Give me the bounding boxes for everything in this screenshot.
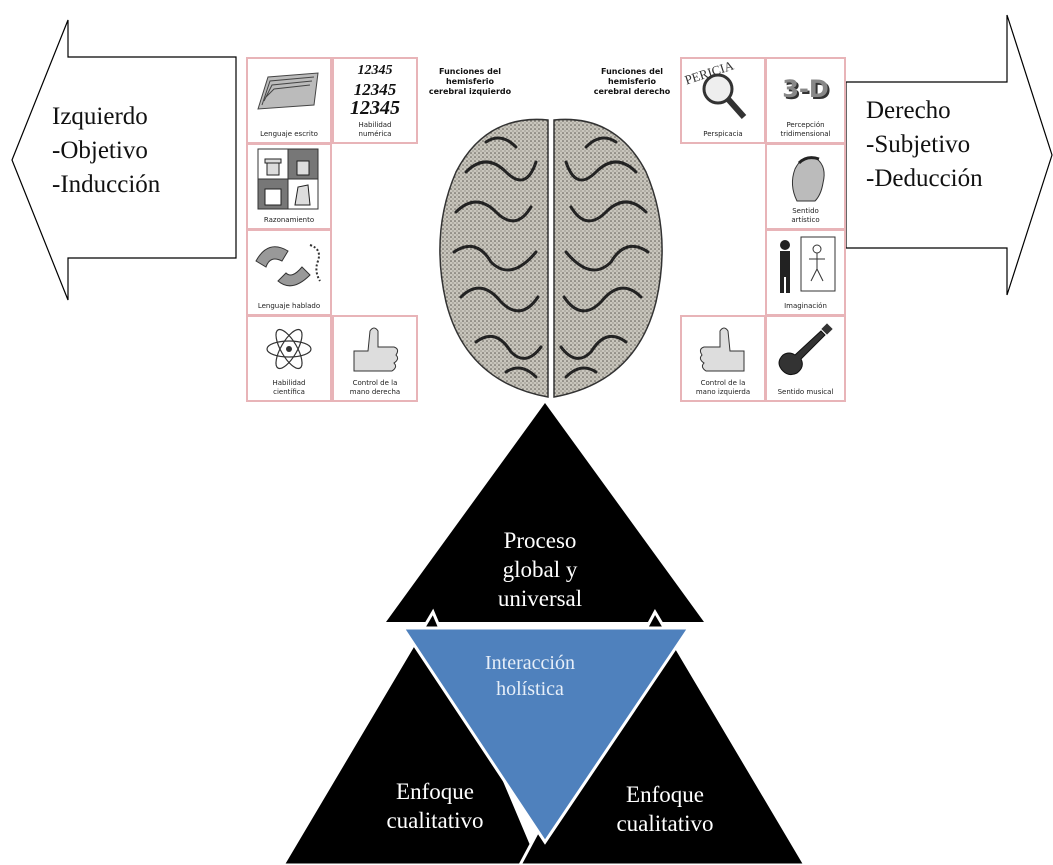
top-triangle-text: Proceso global y universal (460, 526, 620, 613)
cell-label: Control de la mano derecha (334, 379, 416, 397)
left-arrow-line: -Inducción (52, 171, 161, 198)
triangle-text-line: cualitativo (616, 811, 714, 836)
left-arrow-line: Izquierdo (52, 103, 148, 130)
heading-line: Funciones del (601, 67, 663, 76)
cell-label-line: mano izquierda (695, 388, 751, 396)
right-hemisphere-heading: Funciones del hemisferio cerebral derech… (578, 67, 686, 97)
brain-hemispheres-image: Lenguaje escrito 12345 12345 12345 Habil… (246, 57, 846, 402)
right-arrow-line: -Deducción (866, 165, 983, 192)
cell-label-line: Percepción (786, 121, 825, 129)
top-triangle (386, 403, 704, 622)
thumbs-up-icon (353, 327, 399, 372)
number-row: 12345 (357, 63, 393, 78)
triangle-text-line: global y (502, 557, 578, 582)
cell-control-mano-izquierda: Control de la mano izquierda (680, 315, 766, 402)
heading-line: hemisferio (607, 77, 657, 86)
book-icon (257, 72, 319, 110)
bottom-left-triangle-text: Enfoque cualitativo (355, 777, 515, 835)
triangle-text-line: Enfoque (396, 779, 474, 804)
three-d-text: 3-D (782, 75, 829, 103)
center-triangle-text: Interacción holística (465, 650, 595, 702)
cell-sentido-musical: Sentido musical (765, 315, 846, 402)
cell-control-mano-derecha: Control de la mano derecha (332, 315, 418, 402)
cell-label-line: tridimensional (780, 130, 831, 138)
heading-line: cerebral derecho (593, 87, 671, 96)
brain-icon (439, 118, 663, 398)
cell-label: Control de la mano izquierda (682, 379, 764, 397)
cell-label-line: científica (273, 388, 305, 396)
cell-label-line: artístico (791, 216, 820, 224)
numbers-icon: 12345 12345 12345 (334, 61, 416, 118)
cell-percepcion-tridimensional: 3-D Percepción tridimensional (765, 57, 846, 144)
cell-label: Percepción tridimensional (767, 121, 844, 139)
cell-label: Lenguaje hablado (257, 302, 321, 310)
right-arrow-line: -Subjetivo (866, 131, 971, 158)
cell-label: Razonamiento (263, 216, 315, 224)
cell-habilidad-cientifica: Habilidad científica (246, 315, 332, 402)
cell-label: Habilidad científica (248, 379, 330, 397)
cell-label: Habilidad numérica (334, 121, 416, 139)
cell-habilidad-numerica: 12345 12345 12345 Habilidad numérica (332, 57, 418, 144)
number-row: 12345 (350, 97, 400, 119)
cell-label: Perspicacia (703, 130, 743, 138)
number-row: 12345 (353, 80, 397, 99)
right-arrow-line: Derecho (866, 97, 951, 124)
left-arrow-text: Izquierdo -Objetivo -Inducción (52, 100, 160, 202)
cell-label-line: Control de la (352, 379, 398, 387)
cell-label-line: Habilidad (358, 121, 392, 129)
cell-label-line: Control de la (700, 379, 746, 387)
guitar-icon (778, 323, 833, 376)
heading-line: hemisferio (445, 77, 495, 86)
cell-label: Sentido musical (777, 388, 834, 396)
left-arrow (11, 19, 237, 301)
heading-line: Funciones del (439, 67, 501, 76)
cell-label-line: numérica (358, 130, 392, 138)
triangle-text-line: holística (496, 678, 564, 700)
left-hemisphere-heading: Funciones del hemisferio cerebral izquie… (416, 67, 524, 97)
cell-label: Imaginación (784, 302, 827, 310)
cell-imaginacion: Imaginación (765, 229, 846, 316)
cell-label-line: Sentido (792, 207, 819, 215)
triangle-text-line: Interacción (485, 652, 575, 674)
cell-label-line: mano derecha (349, 388, 401, 396)
statue-head-icon (791, 156, 825, 202)
left-arrow-line: -Objetivo (52, 137, 148, 164)
right-arrow-text: Derecho -Subjetivo -Deducción (866, 94, 983, 196)
heading-line: cerebral izquierdo (428, 87, 512, 96)
right-arrow (845, 14, 1053, 296)
triangle-text-line: universal (497, 586, 583, 611)
triangle-text-line: Enfoque (626, 782, 704, 807)
triangle-text-line: Proceso (503, 528, 577, 553)
triangle-text-line: cualitativo (386, 808, 484, 833)
telephone-icon (255, 244, 321, 287)
center-inverted-triangle (400, 626, 692, 845)
thumbs-up-left-icon (699, 327, 745, 372)
cell-label: Sentido artístico (767, 207, 844, 225)
bottom-right-triangle-text: Enfoque cualitativo (585, 780, 745, 838)
magnifier-icon (702, 73, 747, 119)
atom-icon (266, 328, 312, 370)
figure-drawing-icon (780, 236, 836, 293)
cell-label-line: Habilidad (272, 379, 306, 387)
cell-label: Lenguaje escrito (260, 130, 318, 138)
chess-icon (257, 148, 319, 210)
